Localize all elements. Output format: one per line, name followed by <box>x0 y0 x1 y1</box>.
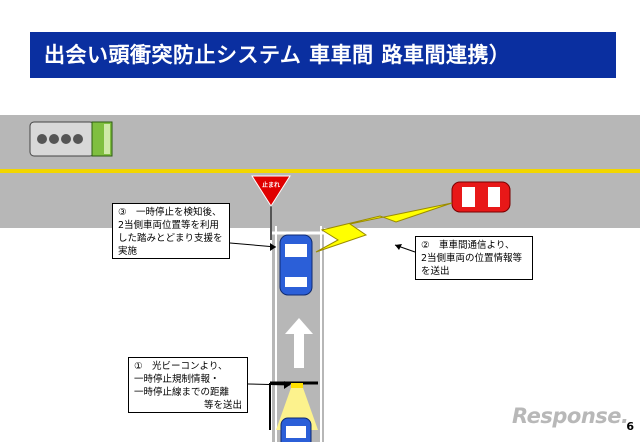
callout-2-line: を送出 <box>421 266 450 277</box>
page-number: 6 <box>626 420 634 433</box>
stop-sign <box>251 175 291 240</box>
callout-1-line: 一時停止線までの距離 <box>134 387 230 398</box>
callout-2-line: ② 車車間通信より、 <box>421 240 515 251</box>
truck <box>29 121 113 157</box>
callout-3-line: ③ 一時停止を検知後、 <box>118 207 222 218</box>
lane-arrow <box>285 318 313 368</box>
callout-3-leader <box>229 242 277 248</box>
page-title: 出会い頭衝突防止システム 車車間 路車間連携） <box>44 43 511 67</box>
callout-2-line: 2当側車両の位置情報等 <box>421 253 523 264</box>
bottom-car <box>280 417 312 442</box>
callout-2-arrowhead <box>395 244 402 250</box>
callout-2: ② 車車間通信より、 2当側車両の位置情報等 を送出 <box>415 236 533 280</box>
watermark-logo: Response. <box>512 404 629 428</box>
callout-1-leader <box>247 383 291 386</box>
callout-1-line: 一時停止規制情報・ <box>134 374 220 385</box>
red-car <box>451 181 511 213</box>
callout-3: ③ 一時停止を検知後、 2当側車両位置等を利用 した踏みとどまり支援を 実施 <box>112 203 230 259</box>
stop-sign-label: 止まれ <box>261 182 280 189</box>
callout-1: ① 光ビーコンより、 一時停止規制情報・ 一時停止線までの距離 等を送出 <box>128 357 248 413</box>
callout-3-arrowhead <box>270 243 276 251</box>
callout-1-line: ① 光ビーコンより、 <box>134 361 228 372</box>
callout-3-line: した踏みとどまり支援を <box>118 233 223 244</box>
callout-3-line: 実施 <box>118 246 138 257</box>
title-bar: 出会い頭衝突防止システム 車車間 路車間連携） <box>30 32 616 78</box>
blue-car <box>279 234 313 296</box>
callout-1-line: 等を送出 <box>203 400 242 411</box>
callout-1-arrowhead <box>284 381 290 389</box>
callout-3-line: 2当側車両位置等を利用 <box>118 220 220 231</box>
lightning-icon <box>315 202 453 253</box>
